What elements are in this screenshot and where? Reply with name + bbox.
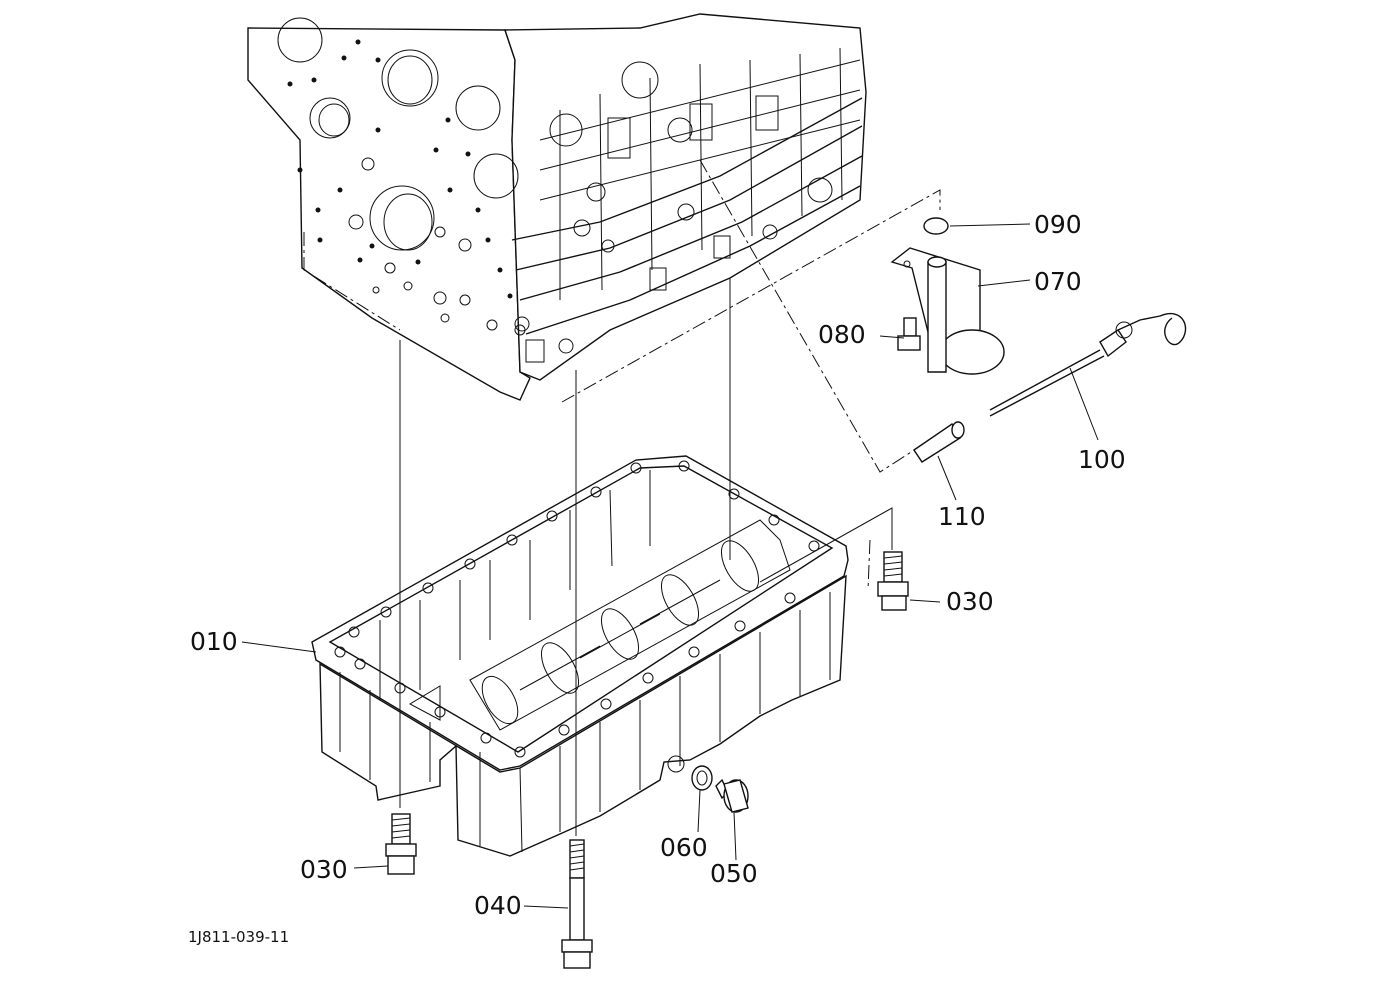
dipstick-guide-070 bbox=[890, 247, 1005, 375]
o-ring-090 bbox=[923, 217, 949, 235]
diagram-code: 1J811-039-11 bbox=[188, 928, 289, 946]
callout-labels: 010 030 030 040 050 060 070 080 090 100 … bbox=[190, 210, 1126, 920]
callout-090: 090 bbox=[1034, 210, 1082, 239]
callout-040: 040 bbox=[474, 891, 522, 920]
callout-080: 080 bbox=[818, 320, 866, 349]
tube-110 bbox=[913, 421, 965, 463]
callout-100: 100 bbox=[1078, 445, 1126, 474]
callout-110: 110 bbox=[938, 502, 986, 531]
callout-050: 050 bbox=[710, 859, 758, 888]
callout-030-left: 030 bbox=[300, 855, 348, 884]
bolt-080 bbox=[897, 317, 921, 351]
assembly-lines bbox=[303, 159, 941, 836]
callout-070: 070 bbox=[1034, 267, 1082, 296]
bolt-030-right bbox=[877, 551, 909, 611]
gasket-060 bbox=[691, 765, 713, 791]
callout-060: 060 bbox=[660, 833, 708, 862]
oil-pan bbox=[311, 455, 849, 857]
bolt-030-left bbox=[385, 813, 417, 875]
dipstick-100 bbox=[989, 313, 1187, 417]
callout-030-right: 030 bbox=[946, 587, 994, 616]
engine-block bbox=[247, 13, 867, 401]
leader-lines bbox=[241, 223, 1099, 909]
callout-010: 010 bbox=[190, 627, 238, 656]
bolt-040 bbox=[561, 839, 593, 969]
drain-plug-050 bbox=[715, 778, 749, 813]
